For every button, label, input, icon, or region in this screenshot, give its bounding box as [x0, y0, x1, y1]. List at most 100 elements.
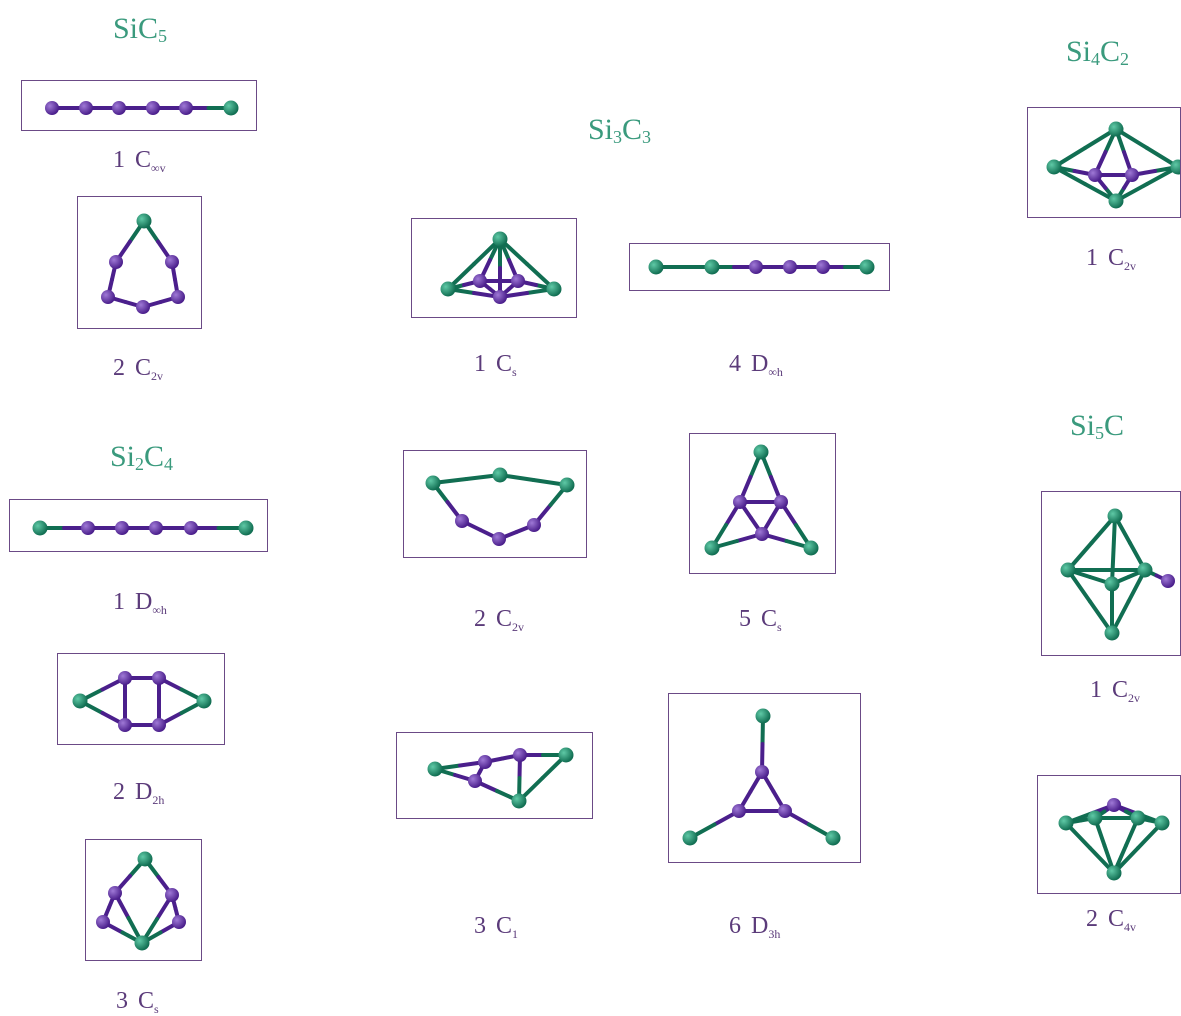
si2c4-title: Si2C4: [110, 442, 173, 473]
si2c4-isomer-1-atom-1-c: [81, 521, 95, 535]
si2c4-isomer-2-molecule: [58, 654, 225, 745]
si3c3-isomer-2-molecule: [404, 451, 587, 558]
si5c-isomer-2-atom-5-si: [1107, 866, 1122, 881]
sic5-isomer-1-atom-1-c: [79, 101, 93, 115]
si5c-title: Si5C: [1070, 411, 1124, 442]
si3c3-isomer-3-atom-5-si: [512, 794, 527, 809]
si3c3-isomer-6-atom-0-si: [756, 709, 771, 724]
si5c-isomer-2-atom-0-c: [1107, 798, 1121, 812]
si3c3-isomer-6-atom-5-si: [826, 831, 841, 846]
si3c3-isomer-5-atom-5-si: [804, 541, 819, 556]
si5c-isomer-2-atom-2-si: [1155, 816, 1170, 831]
si2c4-isomer-2-atom-0-si: [73, 694, 88, 709]
si4c2-isomer-1-atom-5-c: [1125, 168, 1139, 182]
si3c3-isomer-4-atom-1-si: [705, 260, 720, 275]
si3c3-isomer-1-atom-3-c: [473, 274, 487, 288]
sic5-isomer-2-atom-1-c: [109, 255, 123, 269]
si3c3-isomer-5-structure: [689, 433, 836, 574]
si4c2-isomer-1-atom-4-c: [1088, 168, 1102, 182]
si3c3-isomer-1-molecule: [412, 219, 577, 318]
si3c3-isomer-6-molecule: [669, 694, 861, 863]
si3c3-isomer-1-atom-0-si: [493, 232, 508, 247]
si5c-isomer-1-atom-5-c: [1161, 574, 1175, 588]
si2c4-isomer-3-structure: [85, 839, 202, 961]
si3c3-isomer-6-atom-1-c: [755, 765, 769, 779]
si3c3-isomer-3-structure: [396, 732, 593, 819]
si3c3-isomer-5-atom-1-c: [733, 495, 747, 509]
si3c3-isomer-1-atom-5-c: [493, 290, 507, 304]
si5c-isomer-1-structure: [1041, 491, 1181, 656]
si3c3-isomer-2-atom-0-si: [426, 476, 441, 491]
si3c3-isomer-3-atom-0-si: [428, 762, 443, 777]
si3c3-isomer-6-atom-4-si: [683, 831, 698, 846]
si3c3-isomer-3-atom-3-c: [513, 748, 527, 762]
sic5-isomer-2-atom-0-si: [137, 214, 152, 229]
si2c4-isomer-1-atom-2-c: [115, 521, 129, 535]
sic5-title: SiC5: [113, 14, 167, 45]
si2c4-isomer-1-structure: [9, 499, 268, 552]
si2c4-isomer-1-atom-3-c: [149, 521, 163, 535]
si3c3-isomer-2-atom-1-si: [493, 468, 508, 483]
sic5-isomer-1-atom-5-si: [224, 101, 239, 116]
si3c3-isomer-2-atom-5-c: [527, 518, 541, 532]
sic5-isomer-2-atom-2-c: [165, 255, 179, 269]
si4c2-isomer-1-atom-0-si: [1109, 122, 1124, 137]
si2c4-isomer-1-atom-5-si: [239, 521, 254, 536]
si5c-isomer-2-structure: [1037, 775, 1181, 894]
si3c3-isomer-1-atom-4-c: [511, 274, 525, 288]
sic5-isomer-1-molecule: [22, 81, 257, 131]
si5c-isomer-2-atom-4-si: [1131, 811, 1146, 826]
sic5-isomer-2-atom-5-c: [136, 300, 150, 314]
si4c2-isomer-1-molecule: [1028, 108, 1181, 218]
si5c-isomer-2-atom-3-si: [1088, 811, 1103, 826]
sic5-isomer-1-atom-4-c: [179, 101, 193, 115]
si3c3-isomer-3-molecule: [397, 733, 593, 819]
si3c3-isomer-5-atom-4-si: [705, 541, 720, 556]
si4c2-isomer-1-atom-3-si: [1109, 194, 1124, 209]
sic5-isomer-1-structure: [21, 80, 257, 131]
sic5-isomer-2-atom-3-c: [101, 290, 115, 304]
si3c3-isomer-2-atom-3-c: [455, 514, 469, 528]
si3c3-isomer-3-atom-4-si: [559, 748, 574, 763]
si2c4-isomer-3-atom-4-c: [172, 915, 186, 929]
si2c4-isomer-2-atom-1-c: [118, 671, 132, 685]
si5c-isomer-1-atom-2-si: [1138, 563, 1153, 578]
si2c4-isomer-3-atom-1-c: [108, 886, 122, 900]
si3c3-isomer-2-structure: [403, 450, 587, 558]
si3c3-isomer-4-atom-0-si: [649, 260, 664, 275]
sic5-isomer-1-atom-3-c: [146, 101, 160, 115]
si4c2-isomer-1-atom-1-si: [1047, 160, 1062, 175]
sic5-isomer-1-atom-2-c: [112, 101, 126, 115]
si3c3-isomer-1-atom-2-si: [547, 282, 562, 297]
si2c4-isomer-2-atom-5-si: [197, 694, 212, 709]
si3c3-isomer-5-atom-3-c: [755, 527, 769, 541]
si2c4-isomer-1-molecule: [10, 500, 268, 552]
si3c3-isomer-3-atom-1-c: [478, 755, 492, 769]
si2c4-isomer-2-atom-2-c: [152, 671, 166, 685]
si5c-isomer-1-molecule: [1042, 492, 1181, 656]
si5c-isomer-1-atom-0-si: [1108, 509, 1123, 524]
si3c3-isomer-5-atom-0-si: [754, 445, 769, 460]
si3c3-isomer-2-atom-2-si: [560, 478, 575, 493]
si3c3-isomer-1-structure: [411, 218, 577, 318]
si4c2-title: Si4C2: [1066, 37, 1129, 68]
sic5-isomer-2-molecule: [78, 197, 202, 329]
si2c4-isomer-3-atom-3-c: [96, 915, 110, 929]
si3c3-isomer-4-atom-3-c: [783, 260, 797, 274]
si2c4-isomer-2-structure: [57, 653, 225, 745]
si3c3-isomer-4-molecule: [630, 244, 890, 291]
si2c4-isomer-3-atom-0-si: [138, 852, 153, 867]
si2c4-isomer-3-molecule: [86, 840, 202, 961]
si2c4-isomer-3-atom-2-c: [165, 888, 179, 902]
si4c2-isomer-1-structure: [1027, 107, 1181, 218]
sic5-isomer-2-atom-4-c: [171, 290, 185, 304]
